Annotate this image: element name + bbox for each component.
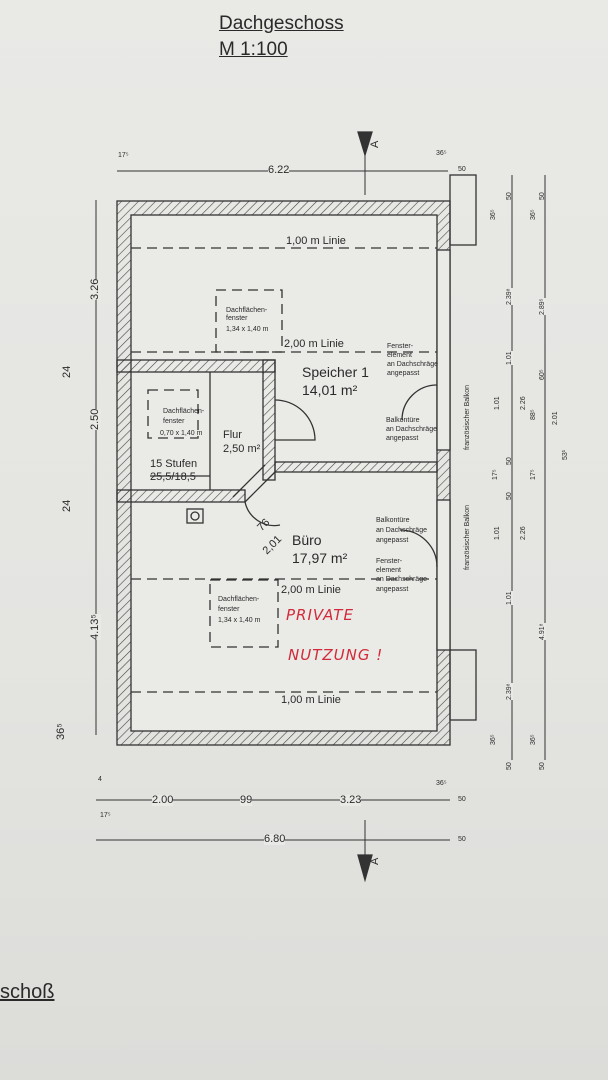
room-buero-name: Büro xyxy=(292,532,322,548)
dim-right: 88⁵ xyxy=(530,409,537,420)
line-label: 1,00 m Linie xyxy=(281,694,341,706)
dim-right: 17⁵ xyxy=(530,469,537,480)
stairs-ratio: 25,5/18,5 xyxy=(150,471,196,483)
window-label: 1,34 x 1,40 m xyxy=(218,617,261,624)
window-label: an Dachschräge xyxy=(386,426,437,433)
window-label: 1,34 x 1,40 m xyxy=(226,326,269,333)
room-speicher-name: Speicher 1 xyxy=(302,364,369,380)
page-fragment-label: schoß xyxy=(0,981,55,1003)
window-label: angepasst xyxy=(387,370,420,377)
dim-right: 1.01 xyxy=(494,396,501,410)
window-label: fenster xyxy=(163,418,185,425)
dim-left: 4.13⁵ xyxy=(89,614,101,640)
dim-right: 50 xyxy=(506,457,513,465)
handwritten-note: PRIVATE xyxy=(286,606,354,624)
dim-left: 24 xyxy=(61,365,73,378)
room-flur-area: 2,50 m² xyxy=(223,443,261,455)
dim-right: 1.01 xyxy=(494,526,501,540)
window-label: Balkontüre xyxy=(376,517,410,524)
window-label: fenster xyxy=(226,315,248,322)
dim-right: 2.26 xyxy=(520,396,527,410)
dim-right: 50 xyxy=(506,492,513,500)
dim-left: 2.50 xyxy=(89,408,101,430)
window-label: 0,70 x 1,40 m xyxy=(160,430,203,437)
dim-top-total: 6.22 xyxy=(268,164,290,176)
balcony-label: französischer Balkon xyxy=(464,505,471,570)
dim-bottom: 50 xyxy=(458,836,466,843)
line-label: 2,00 m Linie xyxy=(284,338,344,350)
window-label: Fenster- xyxy=(387,343,414,350)
dim-bottom: 36⁵ xyxy=(436,780,447,787)
window-label: Dachflächen- xyxy=(226,307,268,314)
window-label: element xyxy=(376,567,401,574)
window-label: fenster xyxy=(218,606,240,613)
section-marker-top: A xyxy=(369,140,381,148)
line-label: 1,00 m Linie xyxy=(286,235,346,247)
dim-right: 2.89⁵ xyxy=(539,298,546,315)
dim-left: 3.26 xyxy=(89,278,101,300)
dim-right: 2.39⁸ xyxy=(506,683,513,700)
dim-bottom: 2.00 xyxy=(152,794,174,806)
dim-right: 2.01 xyxy=(552,411,559,425)
dim-bottom-total: 6.80 xyxy=(264,833,286,845)
dim-right: 60⁵ xyxy=(539,369,546,380)
window-label: Dachflächen- xyxy=(218,596,260,603)
dim-bottom: 17⁵ xyxy=(100,812,111,819)
dim-left: 36⁵ xyxy=(55,723,67,740)
dim-top: 17⁵ xyxy=(118,152,129,159)
dim-right: 50 xyxy=(539,762,546,770)
window-label: an Dachschräge xyxy=(376,576,427,583)
window-label: angepasst xyxy=(376,586,409,593)
dim-right: 1.01 xyxy=(506,351,513,365)
dim-right: 36⁵ xyxy=(490,209,497,220)
dim-top: 36⁵ xyxy=(436,150,447,157)
dim-right: 36⁵ xyxy=(490,734,497,745)
section-marker-bottom: A xyxy=(369,857,381,865)
window-label: Fenster- xyxy=(376,558,403,565)
dim-bottom: 4 xyxy=(98,776,102,783)
dim-bottom: 99 xyxy=(240,794,253,806)
window-label: element xyxy=(387,352,412,359)
dim-bottom: 50 xyxy=(458,796,466,803)
stairs-steps: 15 Stufen xyxy=(150,458,198,470)
dim-right: 50 xyxy=(506,192,513,200)
dim-left: 24 xyxy=(61,499,73,512)
handwritten-note: NUTZUNG ! xyxy=(288,646,384,664)
dim-right: 53¹ xyxy=(562,449,569,460)
plan-scale: M 1:100 xyxy=(219,39,288,60)
window-label: Balkontüre xyxy=(386,417,420,424)
dim-right: 2.26 xyxy=(520,526,527,540)
room-speicher-area: 14,01 m² xyxy=(302,382,358,398)
dim-bottom: 3.23 xyxy=(340,794,362,806)
window-label: angepasst xyxy=(386,435,419,442)
plan-title: Dachgeschoss xyxy=(219,13,344,34)
dim-right: 4.91⁸ xyxy=(539,623,546,640)
dim-right: 36⁵ xyxy=(530,209,537,220)
dim-right: 2.39⁸ xyxy=(506,288,513,305)
dim-top: 50 xyxy=(458,166,466,173)
window-label: Dachflächen- xyxy=(163,408,205,415)
dim-right: 50 xyxy=(539,192,546,200)
balcony-label: französischer Balkon xyxy=(464,385,471,450)
window-label: angepasst xyxy=(376,537,409,544)
dim-right: 1.01 xyxy=(506,591,513,605)
dim-right: 50 xyxy=(506,762,513,770)
window-label: an Dachschräge xyxy=(387,361,438,368)
room-flur-name: Flur xyxy=(223,429,242,441)
dim-right: 36⁵ xyxy=(530,734,537,745)
dim-right: 17⁵ xyxy=(492,469,499,480)
window-label: an Dachschräge xyxy=(376,527,427,534)
line-label: 2,00 m Linie xyxy=(281,584,341,596)
room-buero-area: 17,97 m² xyxy=(292,550,348,566)
